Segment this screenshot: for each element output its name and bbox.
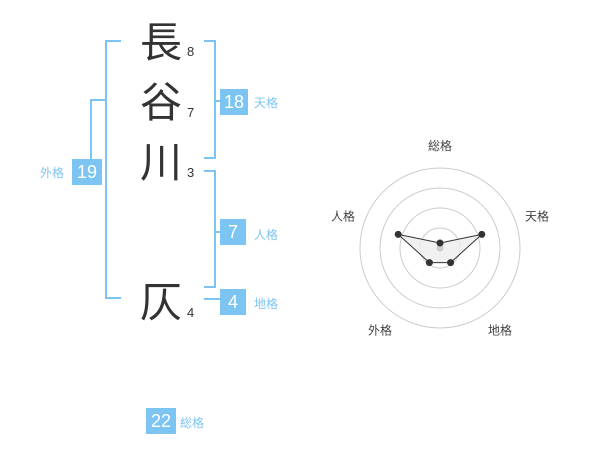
name-char-3: 川 — [139, 138, 182, 187]
soukaku-label: 総格 — [180, 416, 205, 430]
name-char-1: 長 — [139, 18, 182, 67]
gaikaku-score: 19 — [72, 159, 102, 185]
soukaku-score: 22 — [146, 408, 176, 434]
tenkaku-label: 天格 — [254, 96, 279, 110]
chikaku-connector — [204, 298, 222, 300]
stroke-count-3: 3 — [187, 165, 195, 180]
jinkaku-label: 人格 — [254, 228, 279, 242]
radar-center-dot — [436, 244, 444, 252]
chikaku-label: 地格 — [254, 297, 279, 311]
radar-ring-2 — [399, 207, 481, 289]
chikaku-score: 4 — [220, 289, 246, 315]
radar-point-3 — [447, 259, 455, 267]
radar-axis-label-2: 天格 — [525, 209, 549, 224]
radar-axis-label-5: 人格 — [331, 209, 355, 224]
name-char-2: 谷 — [139, 78, 182, 127]
jinkaku-connector — [216, 231, 222, 233]
radar-ring-4 — [359, 167, 521, 329]
jinkaku-score: 7 — [220, 219, 246, 245]
name-char-4: 仄 — [139, 278, 182, 327]
radar-axis-label-4: 外格 — [368, 323, 392, 338]
gaikaku-connector-vertical — [90, 99, 92, 172]
tenkaku-score: 18 — [220, 89, 248, 115]
radar-point-5 — [394, 230, 402, 238]
gaikaku-connector — [90, 99, 106, 101]
stroke-count-1: 8 — [187, 44, 195, 59]
stroke-count-2: 7 — [187, 105, 195, 120]
jinkaku-bracket — [204, 170, 216, 288]
tenkaku-bracket — [204, 40, 216, 159]
radar-point-2 — [478, 230, 486, 238]
gaikaku-label: 外格 — [40, 166, 65, 180]
radar-point-1 — [436, 239, 444, 247]
radar-point-4 — [425, 259, 433, 267]
gaikaku-bracket — [105, 40, 121, 299]
radar-axis-label-1: 総格 — [428, 138, 452, 153]
radar-ring-3 — [379, 187, 501, 309]
radar-data-layer — [394, 230, 486, 267]
radar-axis-label-3: 地格 — [488, 323, 512, 338]
tenkaku-connector — [216, 100, 222, 102]
stroke-count-4: 4 — [187, 305, 195, 320]
